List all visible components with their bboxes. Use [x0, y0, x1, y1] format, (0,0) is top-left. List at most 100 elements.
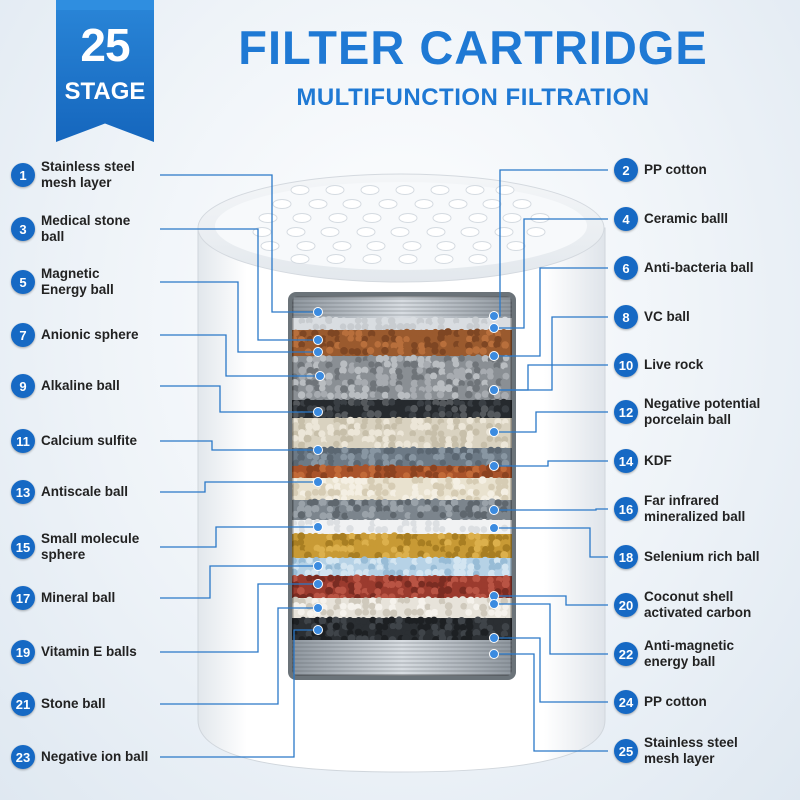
- media-bead: [296, 505, 305, 514]
- label-number-badge: 5: [11, 270, 35, 294]
- media-bead: [375, 617, 384, 626]
- media-bead: [360, 340, 368, 348]
- media-bead: [479, 417, 487, 425]
- media-bead: [313, 464, 322, 473]
- media-bead: [292, 378, 299, 387]
- media-bead: [453, 398, 461, 406]
- media-bead: [403, 328, 411, 336]
- leader-dot: [489, 385, 499, 395]
- media-bead: [368, 361, 375, 368]
- media-bead: [360, 525, 368, 532]
- media-bead: [502, 544, 511, 552]
- media-bead: [487, 490, 495, 498]
- media-bead: [305, 623, 313, 631]
- media-bead: [446, 465, 453, 472]
- top-hole: [432, 213, 452, 223]
- media-bead: [500, 511, 508, 519]
- media-bead: [403, 335, 410, 343]
- top-hole: [468, 213, 488, 223]
- media-bead: [391, 422, 398, 430]
- media-bead: [348, 384, 356, 393]
- media-bead: [466, 596, 475, 605]
- media-bead: [352, 574, 361, 583]
- media-bead: [444, 539, 452, 547]
- media-bead: [452, 520, 460, 528]
- media-bead: [387, 391, 396, 400]
- media-bead: [479, 597, 487, 605]
- media-bead: [312, 316, 321, 324]
- media-bead: [394, 622, 403, 630]
- media-bead: [457, 610, 466, 618]
- media-bead: [473, 545, 481, 553]
- media-bead: [319, 505, 328, 514]
- leader-line: [160, 228, 318, 341]
- media-bead: [297, 574, 306, 582]
- media-bead: [382, 435, 389, 443]
- media-bead: [480, 511, 489, 520]
- media-bead: [410, 392, 418, 399]
- media-bead: [334, 379, 343, 388]
- media-bead: [327, 323, 335, 331]
- media-bead: [333, 518, 341, 526]
- media-bead: [459, 404, 468, 413]
- media-bead: [481, 341, 489, 348]
- media-bead: [325, 477, 333, 485]
- media-bead: [465, 372, 473, 380]
- leader-line: [494, 603, 608, 655]
- media-bead: [354, 628, 363, 636]
- media-bead: [366, 347, 375, 355]
- media-bead: [303, 398, 312, 407]
- media-bead: [425, 519, 432, 527]
- media-bead: [394, 398, 403, 406]
- media-bead: [347, 323, 355, 331]
- media-bead: [426, 581, 433, 589]
- label-line: Stainless steel: [41, 158, 135, 174]
- media-bead: [318, 546, 326, 554]
- media-bead: [298, 423, 307, 432]
- media-bead: [474, 533, 481, 540]
- media-bead: [444, 544, 453, 553]
- media-bead: [459, 544, 467, 552]
- label-line: mesh layer: [644, 751, 715, 766]
- media-bead: [472, 586, 480, 595]
- media-bead: [416, 465, 424, 473]
- label-number-badge: 2: [614, 158, 638, 182]
- media-bead: [382, 617, 391, 625]
- media-bead: [423, 422, 431, 431]
- media-bead: [292, 482, 300, 490]
- media-bead: [354, 366, 362, 375]
- media-bead: [376, 511, 384, 518]
- media-bead: [403, 588, 410, 596]
- media-bead: [318, 379, 327, 387]
- media-bead: [464, 390, 473, 399]
- label-text: Anti-bacteria ball: [644, 260, 754, 276]
- media-bead: [348, 499, 356, 507]
- media-bead: [501, 316, 509, 324]
- leader-dot: [489, 461, 499, 471]
- media-bead: [305, 317, 313, 325]
- media-bead: [376, 544, 383, 552]
- media-bead: [389, 628, 397, 636]
- media-bead: [325, 400, 333, 407]
- media-bead: [310, 498, 319, 507]
- media-bead: [353, 399, 362, 407]
- media-bead: [389, 609, 398, 618]
- media-bead: [410, 586, 419, 595]
- media-bead: [333, 482, 342, 491]
- media-bead: [451, 441, 459, 449]
- leader-line: [494, 267, 608, 357]
- media-bead: [404, 608, 412, 617]
- media-bead: [446, 617, 453, 624]
- media-bead: [431, 417, 439, 425]
- media-bead: [444, 482, 453, 490]
- media-bead: [318, 329, 326, 337]
- media-bead: [480, 447, 488, 455]
- top-hole: [502, 213, 522, 223]
- media-bead: [438, 580, 445, 588]
- media-bead: [445, 378, 453, 386]
- media-bead: [445, 318, 452, 326]
